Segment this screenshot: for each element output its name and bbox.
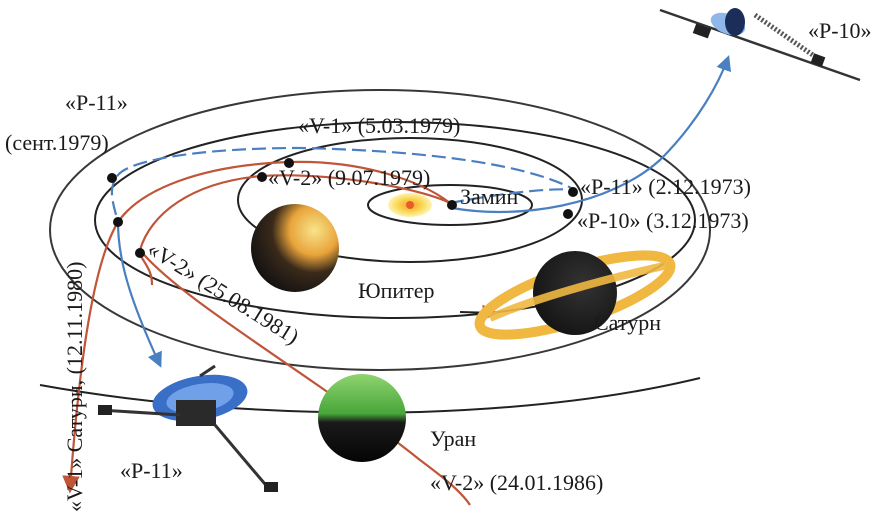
sun-core-icon: [406, 201, 414, 209]
p11-trajectory-upper: [110, 146, 576, 223]
v2-uranus-label: «V-2» (24.01.1986): [430, 470, 603, 495]
v1-saturn-label: «V-1» Сатурн, (12.11.1980): [62, 262, 87, 513]
v1-jupiter-dot: [284, 158, 294, 168]
p11-jupiter-dot: [568, 187, 578, 197]
uranus-label: Уран: [430, 426, 476, 451]
p10-craft-label: «P-10»: [808, 18, 872, 43]
earth-label: Замин: [460, 184, 518, 209]
jupiter-planet: [251, 204, 339, 292]
p10-trajectory: [451, 55, 732, 213]
v2-saturn-branch: [139, 254, 154, 286]
p11-top-label: «P-11»: [65, 90, 128, 115]
saturn-planet: [474, 250, 676, 340]
outer-orbit: [49, 89, 711, 371]
p10-date-label: «P-10» (3.12.1973): [577, 208, 749, 233]
v2-saturn-dot: [135, 248, 145, 258]
p11-spacecraft-icon: [98, 364, 278, 492]
p11-trajectory-lower: [116, 221, 162, 368]
v1-saturn-dot: [113, 217, 123, 227]
p10-spacecraft-icon: [659, 8, 861, 82]
p11-top-date: (сент.1979): [5, 130, 109, 155]
saturn-label: Сатурн: [594, 310, 661, 335]
uranus-planet: [318, 374, 406, 462]
v1-date-label: «V-1» (5.03.1979): [298, 113, 460, 138]
p11-saturn-dot: [107, 173, 117, 183]
saturn-orbit: [94, 121, 696, 319]
jupiter-label: Юпитер: [358, 278, 435, 303]
v1-trajectory: [62, 160, 451, 494]
uranus-orbit: [39, 377, 701, 414]
p11-date-label: «P-11» (2.12.1973): [580, 174, 751, 199]
earth-orbit: [367, 184, 533, 226]
v2-jupiter-dot: [257, 172, 267, 182]
v2-date-label: «V-2» (9.07.1979): [268, 165, 430, 190]
earth-dot: [447, 200, 457, 210]
p11-craft-label: «P-11»: [120, 458, 183, 483]
p10-jupiter-dot: [563, 209, 573, 219]
